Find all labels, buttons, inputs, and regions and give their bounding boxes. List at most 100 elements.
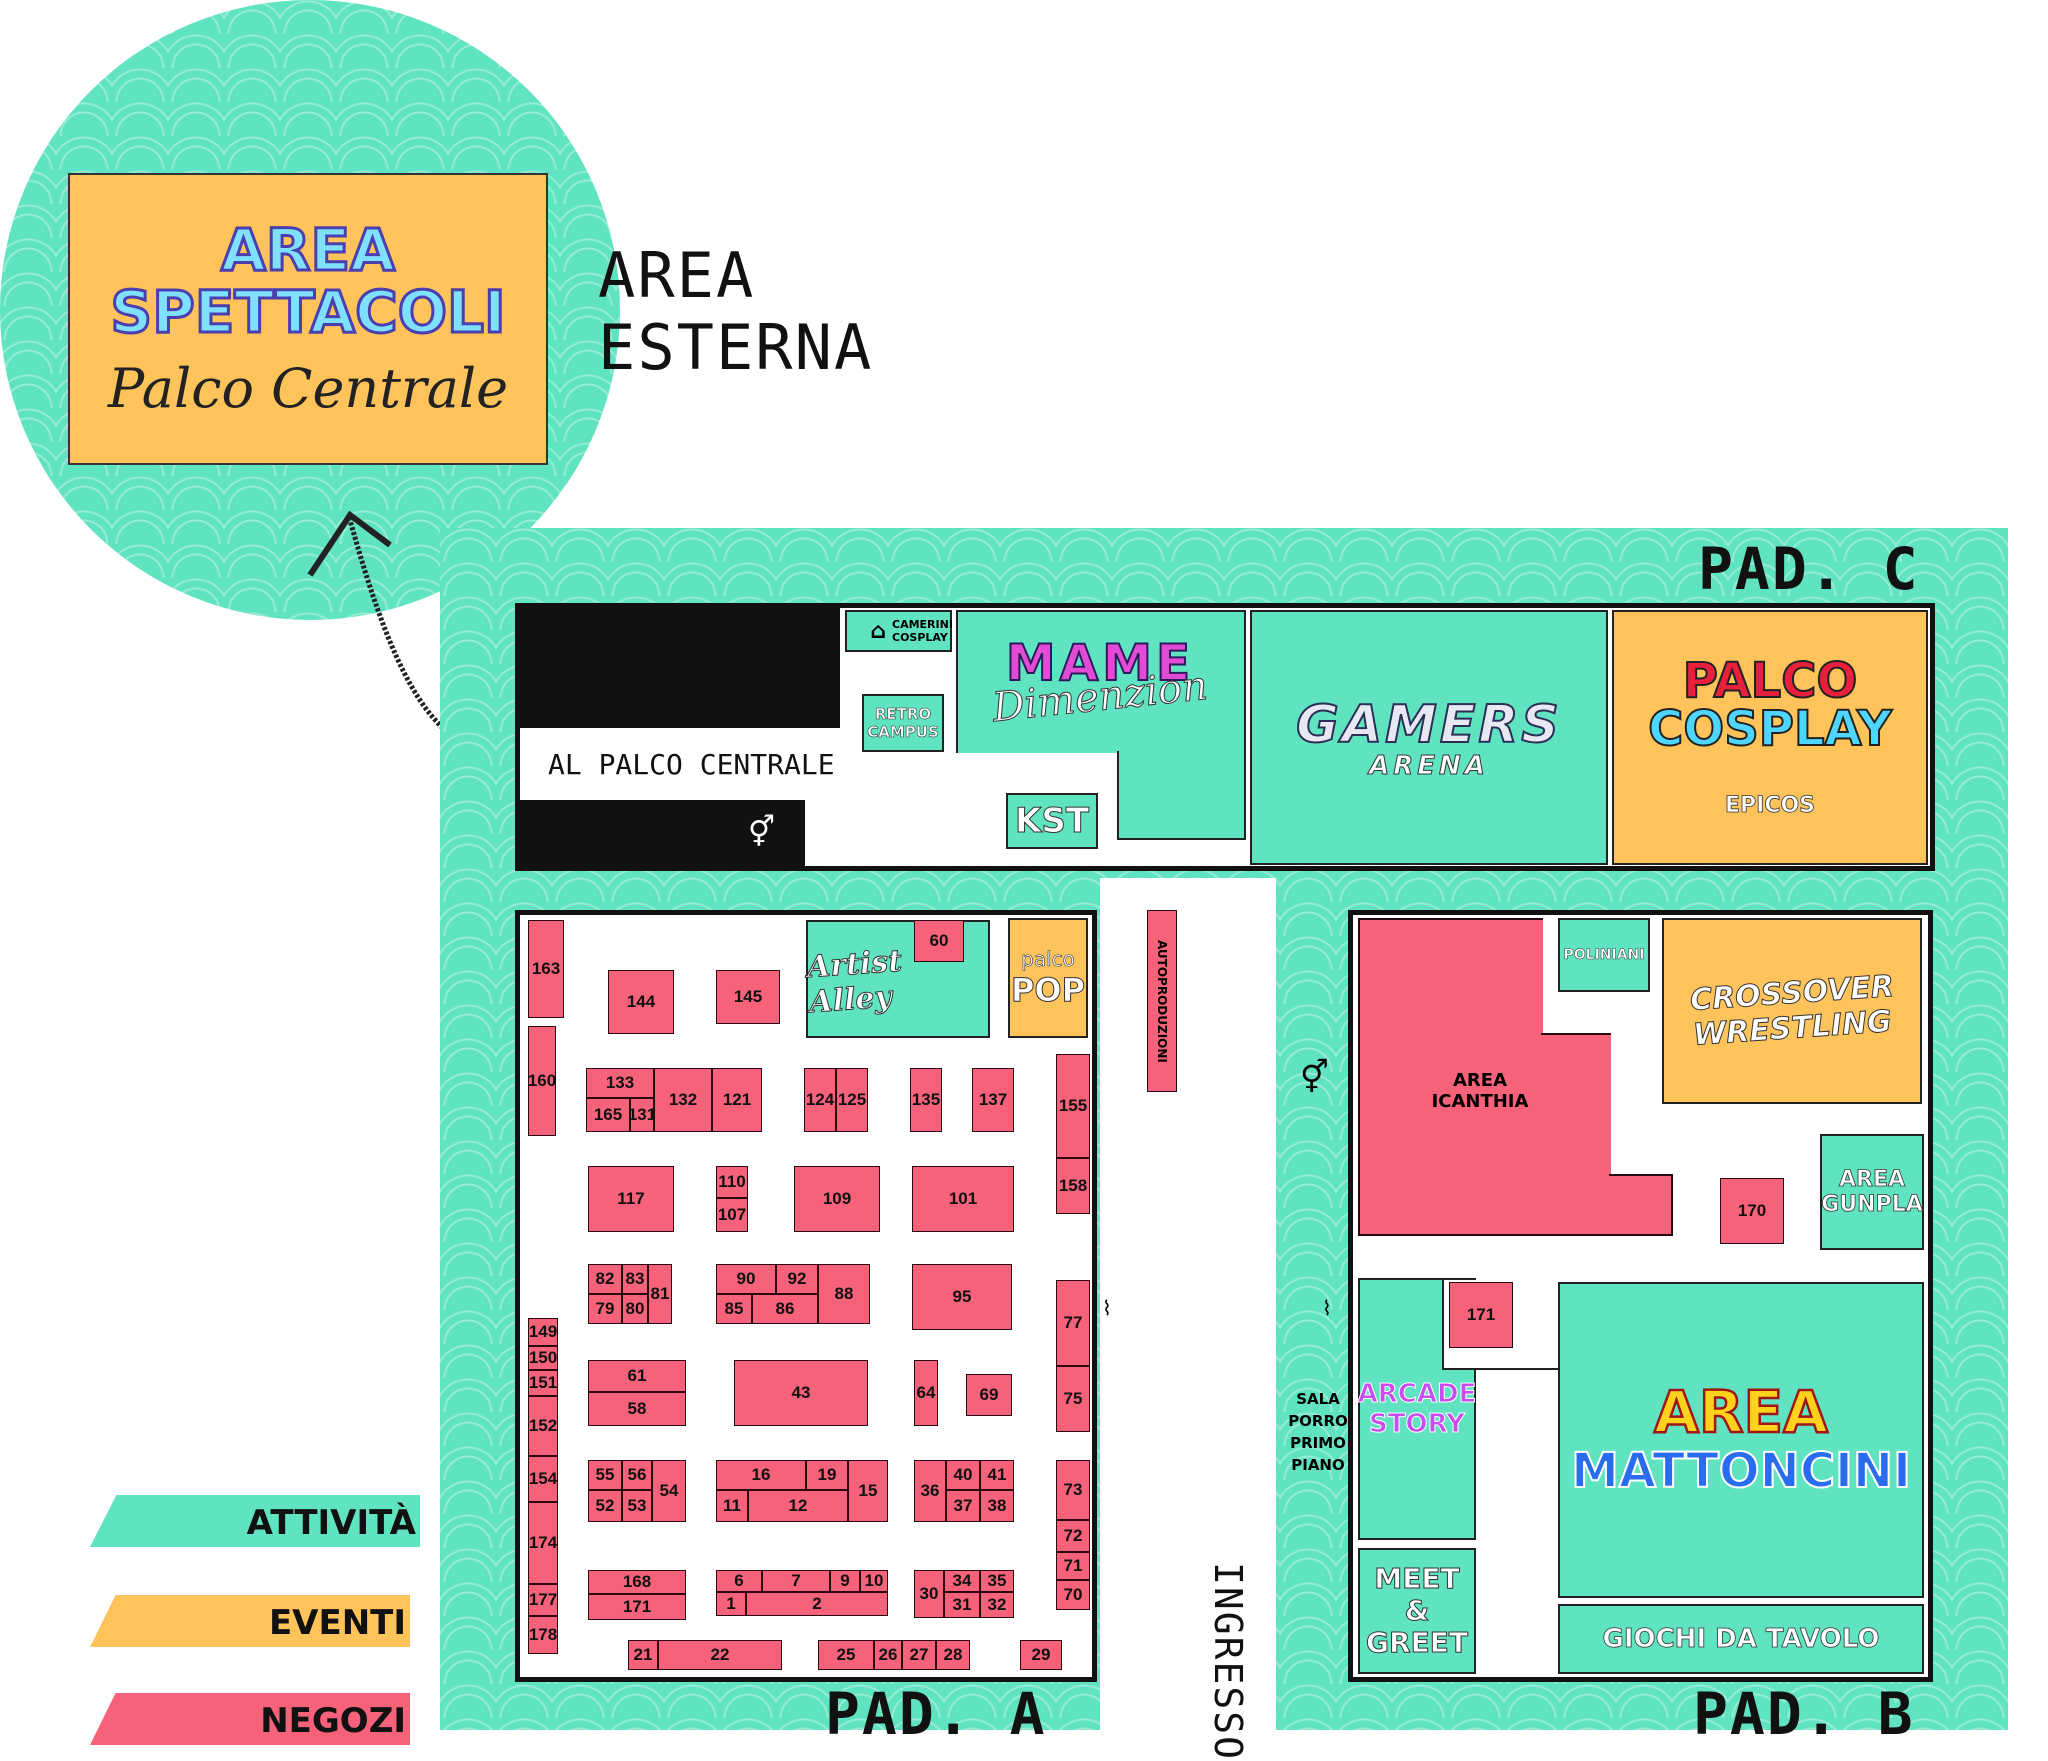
stall-165[interactable]: 165	[586, 1098, 630, 1132]
crossover-wrestling-area[interactable]: CROSSOVER WRESTLING	[1662, 918, 1922, 1104]
area-gunpla[interactable]: AREA GUNPLA	[1820, 1134, 1924, 1250]
stall-52[interactable]: 52	[588, 1490, 622, 1522]
stall-26[interactable]: 26	[874, 1640, 902, 1670]
stall-152[interactable]: 152	[528, 1396, 558, 1456]
stall-144[interactable]: 144	[608, 970, 674, 1034]
stall-160[interactable]: 160	[528, 1026, 556, 1136]
stall-38[interactable]: 38	[980, 1490, 1014, 1522]
stall-54[interactable]: 54	[652, 1460, 686, 1522]
stall-11[interactable]: 11	[716, 1490, 748, 1522]
stall-149[interactable]: 149	[528, 1318, 558, 1346]
stall-1[interactable]: 1	[716, 1592, 746, 1616]
stall-101[interactable]: 101	[912, 1166, 1014, 1232]
palco-cosplay-area[interactable]: PALCO COSPLAY EPICOS	[1612, 610, 1928, 865]
stall-43[interactable]: 43	[734, 1360, 868, 1426]
stall-145[interactable]: 145	[716, 970, 780, 1024]
stall-32[interactable]: 32	[980, 1592, 1014, 1618]
stall-70[interactable]: 70	[1056, 1580, 1090, 1610]
stall-69[interactable]: 69	[966, 1374, 1012, 1416]
stall-72[interactable]: 72	[1056, 1520, 1090, 1552]
stall-155[interactable]: 155	[1056, 1054, 1090, 1158]
stall-40[interactable]: 40	[946, 1460, 980, 1490]
poliniani-area[interactable]: POLINIANI	[1558, 918, 1650, 992]
camerini-cosplay[interactable]: ⌂ CAMERINI COSPLAY	[845, 610, 953, 652]
stall-35[interactable]: 35	[980, 1570, 1014, 1592]
stall-107[interactable]: 107	[716, 1198, 748, 1232]
stall-37[interactable]: 37	[946, 1490, 980, 1522]
stall-92[interactable]: 92	[776, 1264, 818, 1294]
meet-greet-area[interactable]: MEET & GREET	[1358, 1548, 1476, 1674]
stall-135[interactable]: 135	[910, 1068, 942, 1132]
stall-12[interactable]: 12	[748, 1490, 848, 1522]
stall-56[interactable]: 56	[622, 1460, 652, 1490]
stall-15[interactable]: 15	[848, 1460, 888, 1522]
stall-178[interactable]: 178	[528, 1616, 558, 1654]
stall-75[interactable]: 75	[1056, 1366, 1090, 1432]
stall-34[interactable]: 34	[944, 1570, 980, 1592]
stall-154[interactable]: 154	[528, 1456, 558, 1502]
stall-2[interactable]: 2	[746, 1592, 888, 1616]
stall-9[interactable]: 9	[830, 1570, 860, 1592]
stall-81[interactable]: 81	[648, 1264, 672, 1324]
stall-168[interactable]: 168	[588, 1570, 686, 1594]
stall-27[interactable]: 27	[902, 1640, 936, 1670]
gamers-arena-area[interactable]: GAMERS ARENA	[1250, 610, 1608, 865]
stall-10[interactable]: 10	[860, 1570, 888, 1592]
stall-77[interactable]: 77	[1056, 1280, 1090, 1366]
giochi-da-tavolo-area[interactable]: GIOCHI DA TAVOLO	[1558, 1604, 1924, 1674]
area-spettacoli-box[interactable]: AREA SPETTACOLI Palco Centrale	[68, 173, 548, 465]
stall-16[interactable]: 16	[716, 1460, 806, 1490]
stall-25[interactable]: 25	[818, 1640, 874, 1670]
palco-pop-area[interactable]: palco POP	[1008, 918, 1088, 1038]
stall-90[interactable]: 90	[716, 1264, 776, 1294]
area-icanthia-step[interactable]	[1541, 1033, 1611, 1236]
stall-53[interactable]: 53	[622, 1490, 652, 1522]
stall-133[interactable]: 133	[586, 1068, 654, 1098]
stall-88[interactable]: 88	[818, 1264, 870, 1324]
stall-151[interactable]: 151	[528, 1370, 558, 1396]
stall-150[interactable]: 150	[528, 1346, 558, 1370]
stall-86[interactable]: 86	[752, 1294, 818, 1324]
stall-163[interactable]: 163	[528, 920, 564, 1018]
stall-79[interactable]: 79	[588, 1294, 622, 1324]
kst-area[interactable]: KST	[1006, 793, 1098, 849]
stall-55[interactable]: 55	[588, 1460, 622, 1490]
stall-58[interactable]: 58	[588, 1392, 686, 1426]
stall-121[interactable]: 121	[712, 1068, 762, 1132]
stall-36[interactable]: 36	[914, 1460, 946, 1522]
stall-125[interactable]: 125	[836, 1068, 868, 1132]
stall-83[interactable]: 83	[622, 1264, 648, 1294]
stall-170[interactable]: 170	[1720, 1178, 1784, 1244]
stall-132[interactable]: 132	[654, 1068, 712, 1132]
stall-60[interactable]: 60	[914, 920, 964, 962]
stall-137[interactable]: 137	[972, 1068, 1014, 1132]
mame-dimenzion-area-lower[interactable]	[1117, 751, 1246, 840]
stall-19[interactable]: 19	[806, 1460, 848, 1490]
stall-109[interactable]: 109	[794, 1166, 880, 1232]
mame-dimenzion-area[interactable]	[956, 610, 1246, 753]
stall-22[interactable]: 22	[658, 1640, 782, 1670]
stall-85[interactable]: 85	[716, 1294, 752, 1324]
stall-7[interactable]: 7	[762, 1570, 830, 1592]
stall-117[interactable]: 117	[588, 1166, 674, 1232]
stall-131[interactable]: 131	[628, 1098, 656, 1132]
stall-28[interactable]: 28	[936, 1640, 970, 1670]
stall-82[interactable]: 82	[588, 1264, 622, 1294]
stall-41[interactable]: 41	[980, 1460, 1014, 1490]
stall-171[interactable]: 171	[588, 1594, 686, 1620]
stall-80[interactable]: 80	[622, 1294, 648, 1324]
stall-73[interactable]: 73	[1056, 1460, 1090, 1520]
stall-29[interactable]: 29	[1020, 1640, 1062, 1670]
autoproduzioni-strip[interactable]: AUTOPRODUZIONI	[1147, 910, 1177, 1092]
stall-61[interactable]: 61	[588, 1360, 686, 1392]
area-icanthia-step-2[interactable]	[1609, 1174, 1673, 1236]
stall-171[interactable]: 171	[1449, 1282, 1513, 1348]
stall-30[interactable]: 30	[914, 1570, 944, 1618]
stall-64[interactable]: 64	[914, 1360, 938, 1426]
stall-21[interactable]: 21	[628, 1640, 658, 1670]
stall-158[interactable]: 158	[1056, 1158, 1090, 1214]
stall-174[interactable]: 174	[528, 1502, 558, 1584]
stall-71[interactable]: 71	[1056, 1552, 1090, 1580]
stall-31[interactable]: 31	[944, 1592, 980, 1618]
area-mattoncini[interactable]: AREA MATTONCINI	[1558, 1282, 1924, 1598]
